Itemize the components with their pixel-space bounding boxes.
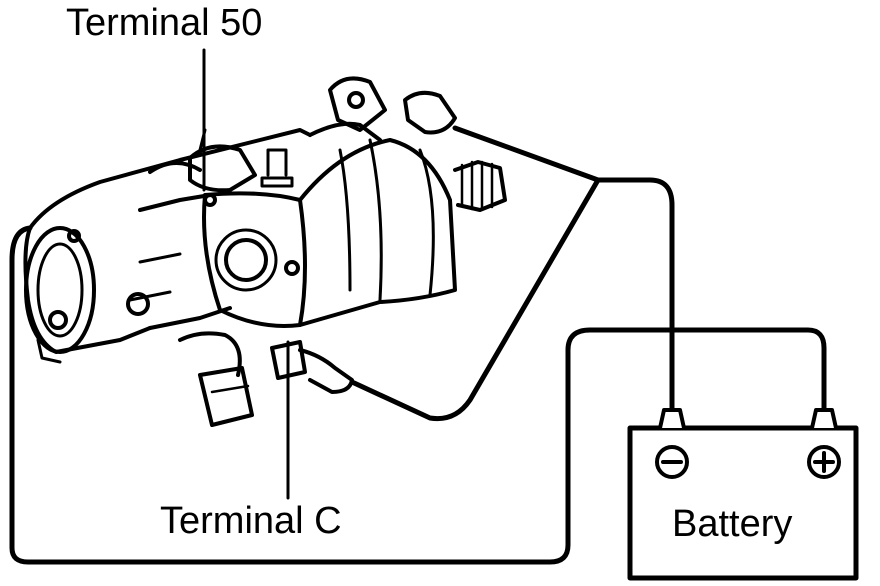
- terminal-50-label: Terminal 50: [66, 2, 263, 44]
- terminal-c-label: Terminal C: [160, 500, 342, 542]
- wire-loop-to-positive: [9, 225, 827, 565]
- battery: [627, 408, 859, 581]
- starter-motor: [23, 76, 507, 427]
- wires: [9, 125, 827, 565]
- wire-junction-to-terminal-c: [349, 177, 601, 422]
- wire-starter-to-junction: [452, 125, 601, 183]
- battery-case: [627, 425, 859, 581]
- battery-negative-post: [658, 408, 686, 430]
- wire-junction-to-negative: [595, 177, 675, 413]
- battery-positive-post: [810, 408, 838, 430]
- negative-symbol: [655, 445, 689, 479]
- positive-symbol: [807, 445, 841, 479]
- battery-label: Battery: [672, 503, 793, 545]
